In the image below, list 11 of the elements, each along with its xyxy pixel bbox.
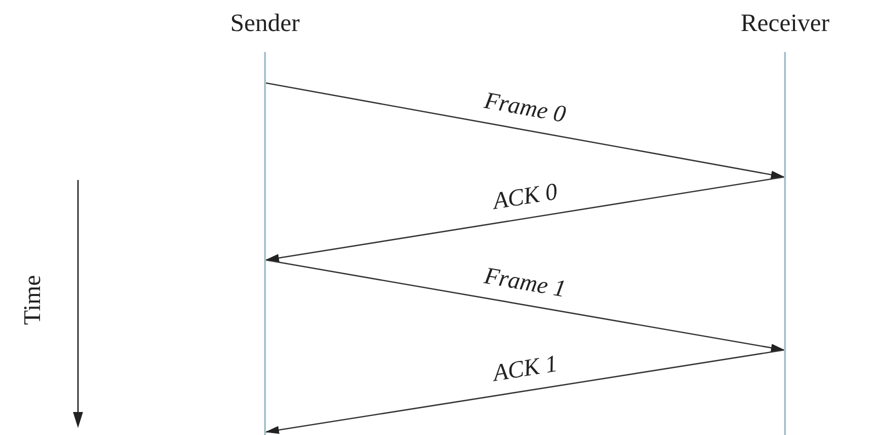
participant-label: Sender	[229, 9, 301, 39]
arrow	[265, 349, 784, 434]
arrow	[265, 176, 784, 262]
arrow	[266, 82, 785, 179]
arrow	[266, 259, 785, 352]
participant-label: Receiver	[740, 9, 830, 39]
edge-label: ACK 1	[490, 351, 559, 387]
axis-label: Time	[20, 275, 46, 325]
edge-label: Frame 1	[482, 263, 568, 303]
edge-label: Frame 0	[482, 88, 568, 128]
edge-label: ACK 0	[490, 178, 559, 214]
